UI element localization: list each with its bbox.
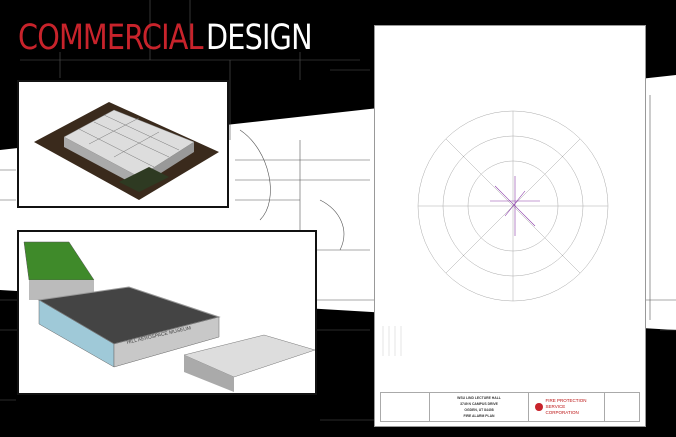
title-block: WSU LIND LECTURE HALL 3749 N CAMPUS DRIV…	[380, 392, 640, 422]
project-address: 3749 N CAMPUS DRIVE	[460, 402, 498, 406]
company-name: FIRE PROTECTION SERVICE	[545, 398, 587, 409]
project-name: WSU LIND LECTURE HALL	[457, 396, 501, 400]
project-city: OGDEN, UT 84408	[464, 408, 494, 412]
title-word-design: DESIGN	[206, 18, 313, 58]
museum-3d-model-render: HILL AEROSPACE MUSEUM	[23, 241, 315, 392]
floor-plan-drawing	[382, 110, 609, 356]
office-3d-model-image	[17, 80, 229, 208]
title-word-commercial: COMMERCIAL	[18, 18, 204, 58]
museum-3d-model-image: HILL AEROSPACE MUSEUM	[17, 230, 317, 395]
company-subname: CORPORATION	[545, 410, 579, 415]
fire-alarm-plan-sheet: WSU LIND LECTURE HALL 3749 N CAMPUS DRIV…	[374, 25, 646, 427]
sheet-title: FIRE ALARM PLAN	[463, 414, 495, 418]
page-title: COMMERCIALDESIGN	[18, 18, 313, 58]
office-3d-model-render	[34, 102, 219, 200]
flame-logo-icon	[535, 403, 543, 411]
project-info: WSU LIND LECTURE HALL 3749 N CAMPUS DRIV…	[429, 393, 529, 421]
